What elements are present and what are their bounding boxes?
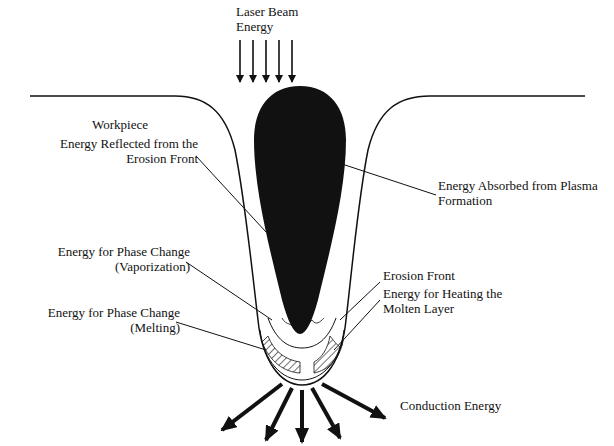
molten-heating-label: Energy for Heating the Molten Layer bbox=[383, 286, 543, 316]
conduction-arrows bbox=[222, 384, 385, 442]
melt-layer-left bbox=[262, 336, 300, 373]
plasma-plume bbox=[254, 86, 346, 334]
conduction-label: Conduction Energy bbox=[400, 398, 590, 413]
vapor-wisp bbox=[282, 318, 324, 330]
laser-arrows bbox=[240, 40, 292, 82]
erosion-front bbox=[268, 318, 336, 348]
melting-label: Energy for Phase Change (Melting) bbox=[30, 305, 180, 335]
reflected-label: Energy Reflected from the Erosion Front bbox=[30, 136, 198, 166]
erosion-front-label: Erosion Front bbox=[383, 268, 523, 283]
leader-lines bbox=[176, 156, 436, 350]
vaporization-label: Energy for Phase Change (Vaporization) bbox=[40, 244, 190, 274]
melt-boundary bbox=[260, 330, 344, 380]
workpiece-label: Workpiece bbox=[92, 117, 182, 132]
absorbed-label: Energy Absorbed from Plasma Formation bbox=[438, 178, 598, 208]
beam-label: Laser Beam Energy bbox=[236, 4, 316, 34]
